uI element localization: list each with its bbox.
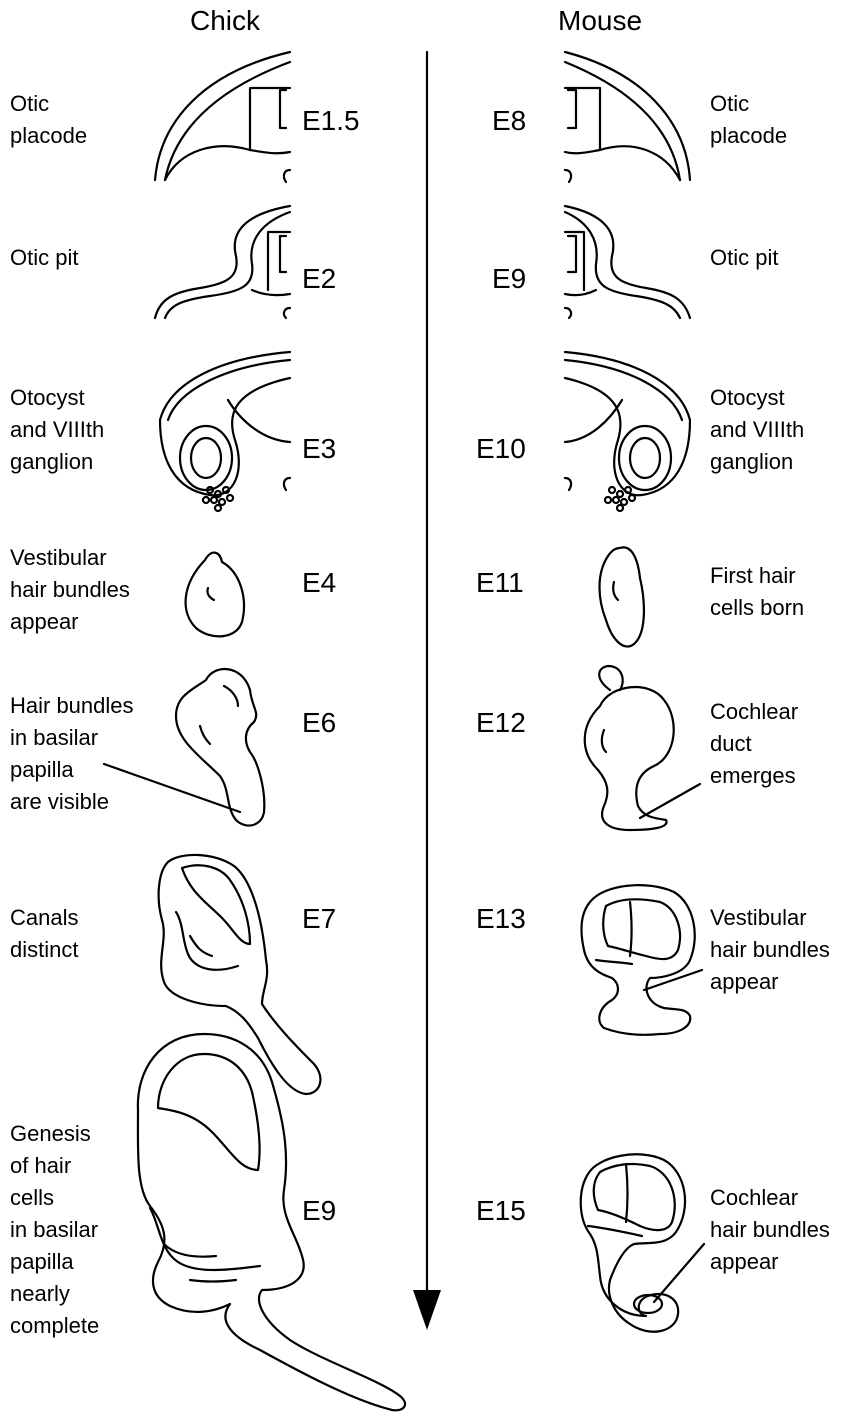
mouse-e15-labyrinth-drawing [581,1154,685,1331]
mouse-e12-pointer-line [640,784,700,818]
mouse-placode-drawing [565,52,690,182]
chick-e4-vesicle-drawing [186,553,244,637]
mouse-otocyst-drawing [565,352,690,511]
chick-placode-drawing [155,52,290,182]
chick-e7-labyrinth-drawing [159,855,321,1094]
chick-ganglion-cells [203,487,233,511]
chick-e9-labyrinth-drawing [138,1034,405,1410]
chick-e6-vesicle-drawing [176,669,264,826]
chick-e6-pointer-line [104,764,240,812]
chick-pit-drawing [155,206,290,318]
mouse-pit-drawing [565,206,690,318]
mouse-e13-labyrinth-drawing [582,885,695,1035]
timeline-arrow [413,52,441,1330]
mouse-e11-vesicle-drawing [600,547,644,646]
mouse-e15-pointer-line [654,1244,704,1302]
chick-otocyst-drawing [160,352,290,511]
mouse-ganglion-cells [605,487,635,511]
